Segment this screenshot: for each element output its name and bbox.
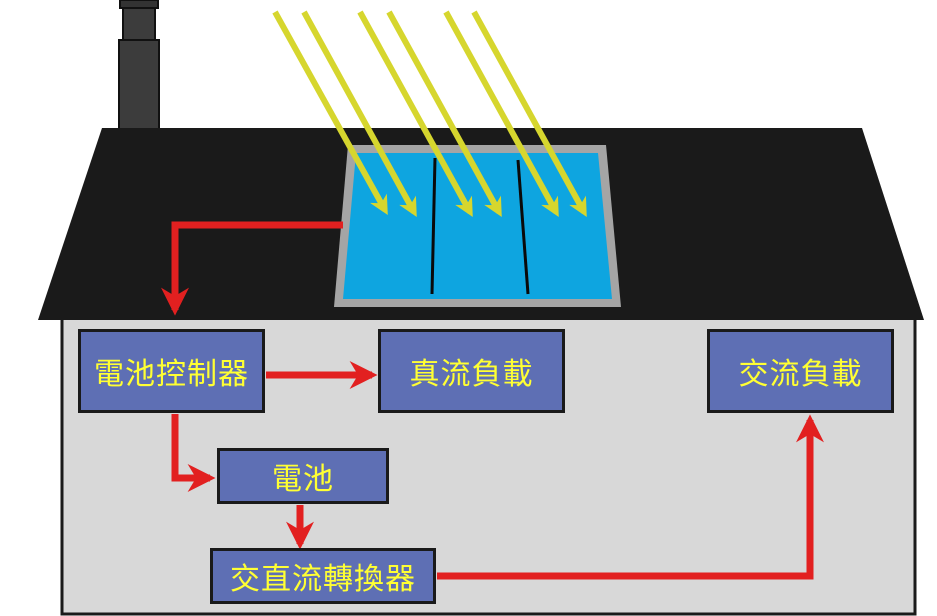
flow-arrows xyxy=(161,221,824,580)
inverter-label: 交直流轉換器 xyxy=(230,562,416,597)
sunbeam-arrow xyxy=(272,10,388,216)
sunbeam-arrow xyxy=(443,10,559,218)
arrow-inverter-to-ac-load xyxy=(437,414,824,580)
arrow-panel-to-controller xyxy=(161,221,343,316)
chimney xyxy=(118,0,160,133)
battery-controller-box: 電池控制器 xyxy=(78,329,265,413)
inverter-box: 交直流轉換器 xyxy=(210,548,436,604)
battery-box: 電池 xyxy=(217,448,389,504)
arrow-controller-to-battery xyxy=(171,414,216,492)
sunbeam-arrow xyxy=(301,10,417,218)
dc-load-box: 真流負載 xyxy=(378,329,565,413)
dc-load-label: 真流負載 xyxy=(409,357,534,392)
battery-controller-label: 電池控制器 xyxy=(94,357,249,392)
battery-label: 電池 xyxy=(272,462,334,497)
ac-load-box: 交流負載 xyxy=(707,329,894,413)
sunbeam-arrow xyxy=(357,10,473,218)
sunbeam-arrow xyxy=(471,10,587,218)
ac-load-label: 交流負載 xyxy=(738,357,863,392)
sunbeam-arrow xyxy=(386,10,502,218)
sunbeams xyxy=(272,10,587,218)
